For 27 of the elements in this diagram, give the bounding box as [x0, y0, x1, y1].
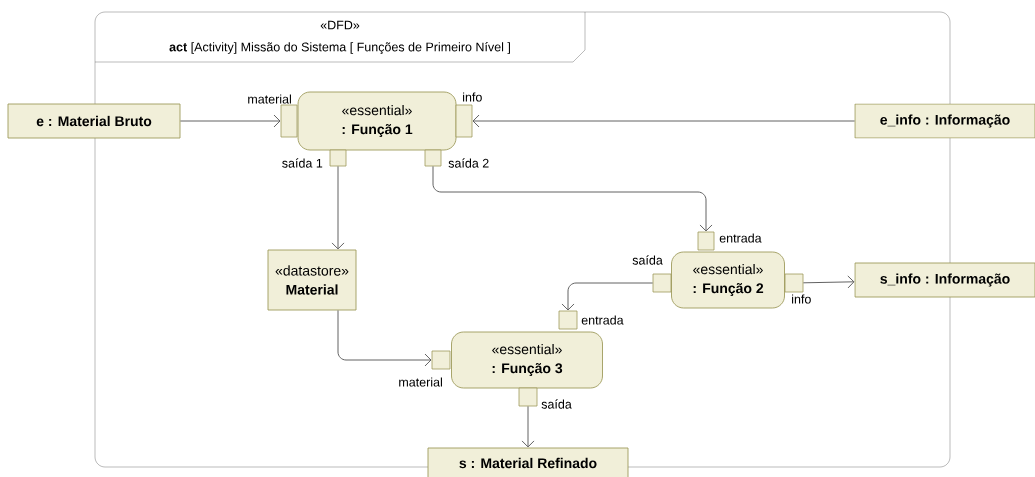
- arrow: [802, 275, 855, 289]
- arrow: [472, 114, 855, 128]
- arrow: [521, 405, 535, 448]
- pin-label: info: [792, 294, 811, 304]
- pin-label: info: [463, 92, 482, 102]
- action-box: «essential» : Função 3: [451, 331, 603, 389]
- object-box: e_info : Informação: [854, 103, 1035, 139]
- action-box: «essential» : Função 2: [671, 251, 785, 309]
- pin-label: saída 1: [282, 158, 323, 168]
- arrow: [337, 310, 432, 367]
- pin-label: material: [399, 377, 442, 387]
- pin-label: saída: [541, 399, 572, 409]
- arrow: [331, 165, 345, 250]
- pin-label: entrada: [719, 233, 762, 243]
- arrow: [561, 282, 654, 311]
- arrow: [180, 114, 281, 128]
- datastore-box: «datastore» Material: [267, 249, 357, 311]
- pin-label: material: [248, 94, 291, 104]
- frame-heading: «DFD»: [320, 20, 360, 30]
- frame-heading: act [Activity] Missão do Sistema [ Funções de Primeiro Nível ]: [169, 42, 510, 54]
- pin-label: saída 2: [448, 158, 489, 168]
- pin-label: saída: [632, 255, 663, 265]
- object-box: s_info : Informação: [854, 262, 1035, 298]
- object-box: s : Material Refinado: [427, 447, 629, 477]
- arrow: [432, 165, 713, 232]
- pin-label: entrada: [581, 315, 624, 325]
- object-box: e : Material Bruto: [7, 103, 181, 139]
